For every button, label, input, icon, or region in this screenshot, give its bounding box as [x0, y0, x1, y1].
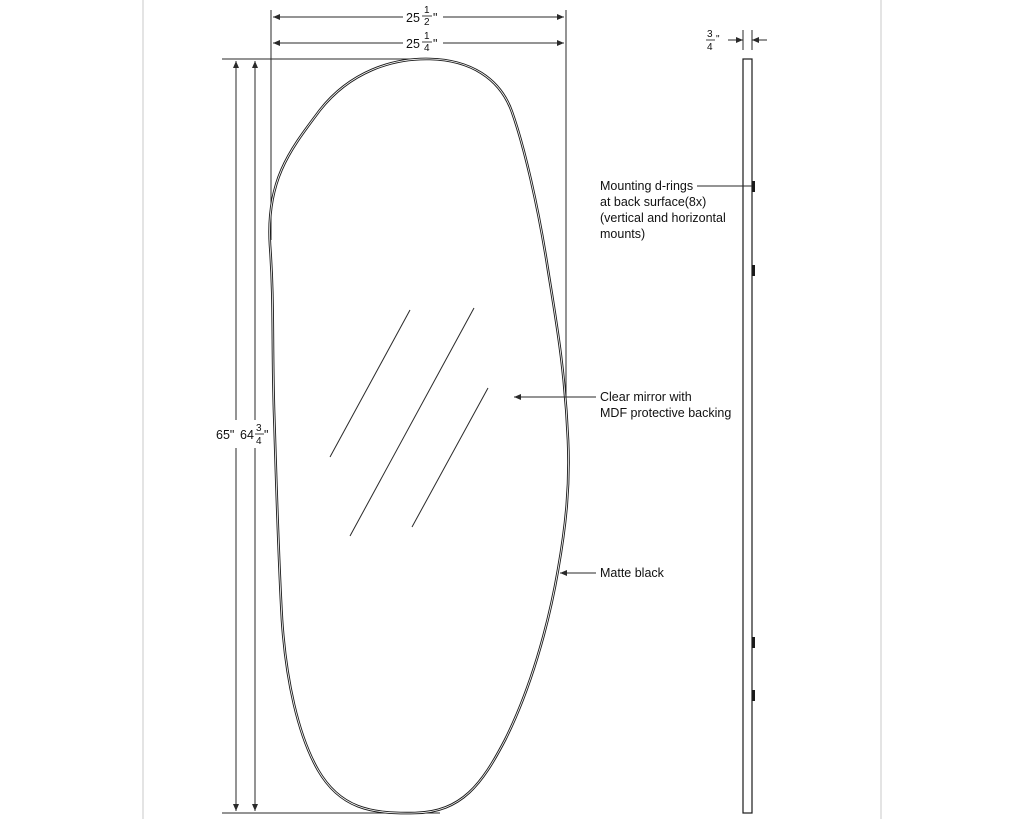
- mirror-callout-line2: MDF protective backing: [600, 406, 731, 420]
- depth-inch-mark: ": [716, 34, 720, 45]
- outer-width-whole: 25: [406, 11, 420, 25]
- mirror-outline: [268, 57, 570, 815]
- side-profile: [742, 58, 753, 814]
- d-ring-4: [752, 690, 755, 701]
- outer-width-frac-den: 2: [424, 17, 430, 28]
- depth-frac-num: 3: [707, 29, 713, 40]
- inner-height-frac-num: 3: [256, 423, 262, 434]
- glare-line-1: [329, 309, 411, 458]
- inner-width-whole: 25: [406, 37, 420, 51]
- finish-callout: Matte black: [600, 566, 665, 580]
- mirror-callout-line1: Clear mirror with: [600, 390, 692, 404]
- depth-frac-den: 4: [707, 42, 713, 53]
- outer-height-label: 65": [216, 428, 234, 442]
- inner-width-inch-mark: ": [433, 37, 437, 51]
- outer-width-inch-mark: ": [433, 11, 437, 25]
- inner-width-frac-num: 1: [424, 31, 430, 42]
- inner-height-inch-mark: ": [264, 428, 268, 442]
- inner-width-frac-den: 4: [424, 43, 430, 54]
- glare-line-3: [411, 387, 489, 528]
- glare-line-2: [349, 307, 475, 537]
- d-ring-2: [752, 265, 755, 276]
- mounting-callout-line1: Mounting d-rings: [600, 179, 693, 193]
- inner-height-whole: 64: [240, 428, 254, 442]
- mounting-callout-line4: mounts): [600, 227, 645, 241]
- mounting-callout-line3: (vertical and horizontal: [600, 211, 726, 225]
- d-ring-1: [752, 181, 755, 192]
- mounting-callout-line2: at back surface(8x): [600, 195, 706, 209]
- inner-height-frac-den: 4: [256, 436, 262, 447]
- d-ring-3: [752, 637, 755, 648]
- outer-width-frac-num: 1: [424, 5, 430, 16]
